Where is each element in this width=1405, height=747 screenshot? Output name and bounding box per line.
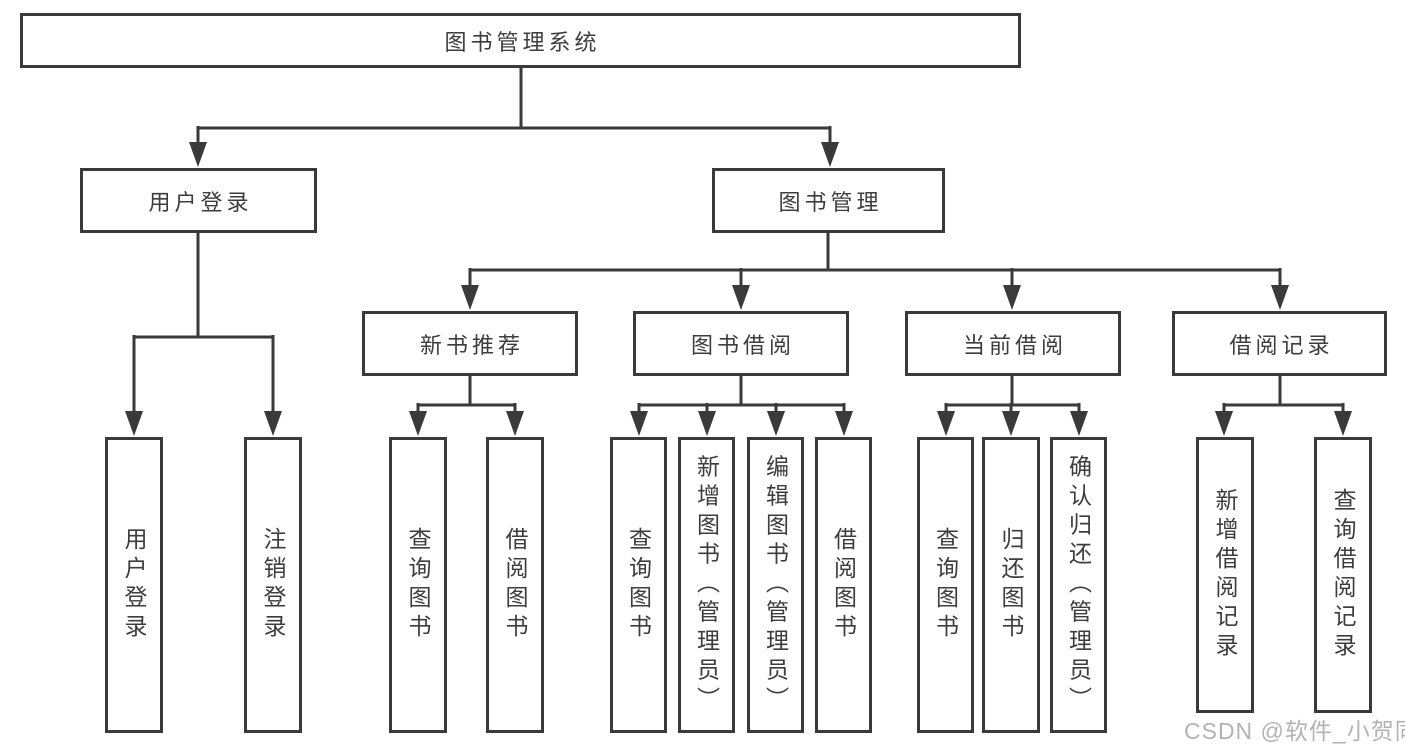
leaf-label: 编辑图书（管理员） xyxy=(762,454,789,716)
leaf-user-login: 用户登录 xyxy=(105,437,163,733)
node-label: 用户登录 xyxy=(148,189,253,215)
node-current-borrowing: 当前借阅 xyxy=(905,311,1121,376)
connector-paths xyxy=(132,68,1345,416)
leaf-label: 用户登录 xyxy=(121,527,147,643)
leaf-edit-books-admin: 编辑图书（管理员） xyxy=(747,437,804,733)
leaf-borrow-query-books: 查询图书 xyxy=(610,437,667,733)
leaf-borrow-books: 借阅图书 xyxy=(815,437,872,733)
leaf-label: 查询图书 xyxy=(625,527,652,643)
node-label: 图书借阅 xyxy=(690,332,796,358)
node-label: 当前借阅 xyxy=(962,332,1068,358)
csdn-watermark: CSDN @软件_小贺同学 xyxy=(1184,718,1405,744)
leaf-recommend-borrow-books: 借阅图书 xyxy=(486,437,544,733)
node-new-book-recommendation: 新书推荐 xyxy=(362,311,578,376)
node-label: 图书管理系统 xyxy=(444,29,601,55)
leaf-label: 新增图书（管理员） xyxy=(693,454,720,716)
node-label: 借阅记录 xyxy=(1229,332,1334,358)
leaf-logout: 注销登录 xyxy=(244,437,302,733)
node-book-management: 图书管理 xyxy=(712,168,945,233)
leaf-query-borrow-record: 查询借阅记录 xyxy=(1314,437,1372,713)
leaf-recommend-query-books: 查询图书 xyxy=(389,437,447,733)
node-library-management-system: 图书管理系统 xyxy=(20,13,1021,68)
leaf-label: 查询借阅记录 xyxy=(1330,488,1356,662)
node-book-borrowing: 图书借阅 xyxy=(633,311,849,376)
leaf-label: 新增借阅记录 xyxy=(1212,488,1238,662)
leaf-label: 查询图书 xyxy=(932,527,959,643)
leaf-label: 借阅图书 xyxy=(502,527,528,643)
leaf-add-borrow-record: 新增借阅记录 xyxy=(1196,437,1254,713)
leaf-return-books: 归还图书 xyxy=(982,437,1040,733)
node-user-login: 用户登录 xyxy=(80,168,317,233)
leaf-add-books-admin: 新增图书（管理员） xyxy=(678,437,735,733)
leaf-label: 借阅图书 xyxy=(830,527,857,643)
leaf-label: 归还图书 xyxy=(998,527,1024,643)
arrowheads xyxy=(125,142,1352,436)
leaf-confirm-return-admin: 确认归还（管理员） xyxy=(1050,437,1107,733)
node-borrowing-records: 借阅记录 xyxy=(1172,311,1387,376)
leaf-label: 确认归还（管理员） xyxy=(1065,454,1092,716)
leaf-label: 注销登录 xyxy=(260,527,286,643)
node-label: 图书管理 xyxy=(778,189,883,215)
leaf-current-query-books: 查询图书 xyxy=(917,437,974,733)
leaf-label: 查询图书 xyxy=(405,527,431,643)
node-label: 新书推荐 xyxy=(419,332,525,358)
